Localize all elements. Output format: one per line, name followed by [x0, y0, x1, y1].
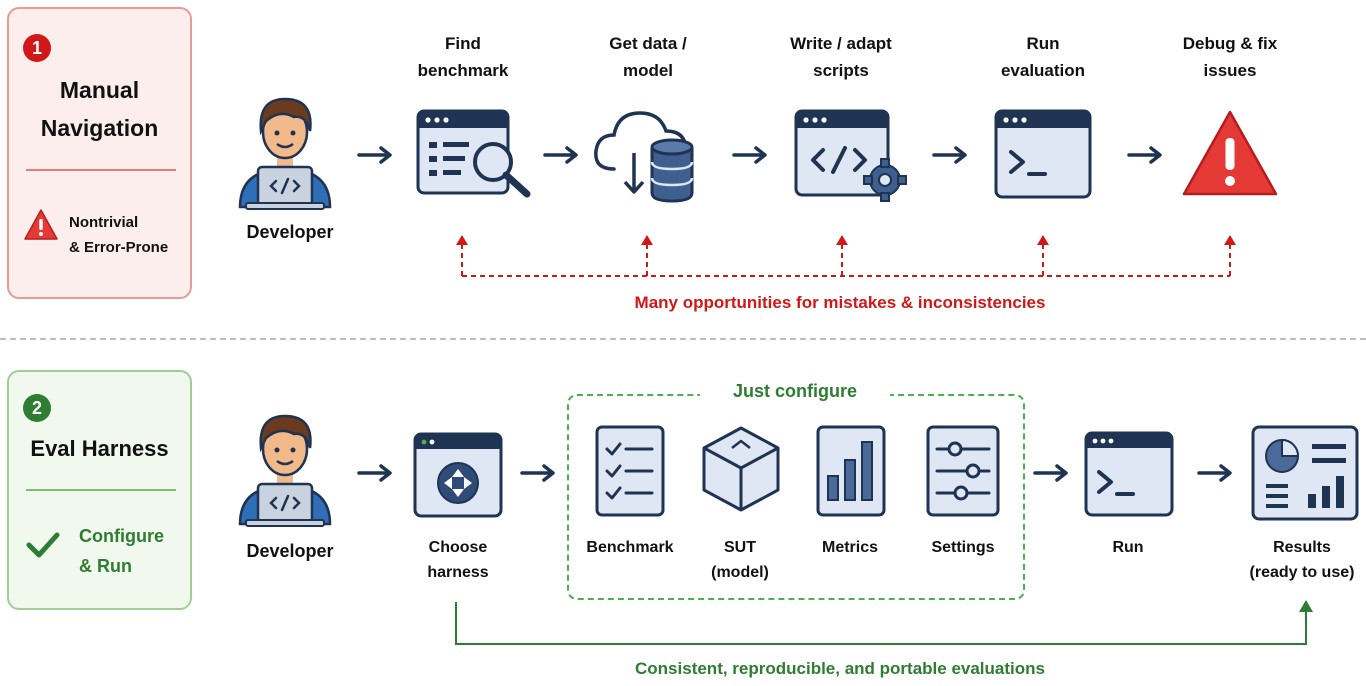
check-text-line1: Configure: [79, 526, 164, 546]
arrow-right-icon: [357, 146, 392, 164]
warning-text-line2: & Error-Prone: [69, 239, 169, 256]
step-get-data-label: Get data /model: [609, 34, 687, 80]
step-number-badge: 1: [23, 34, 51, 62]
benchmark-label: Benchmark: [586, 539, 674, 556]
arrow-right-icon: [543, 146, 578, 164]
warning-text-line1: Nontrivial: [69, 214, 139, 231]
checklist-icon: [595, 425, 665, 517]
results-dashboard-icon: [1251, 425, 1359, 521]
configure-title: Just configure: [700, 381, 890, 402]
arrow-right-icon: [520, 464, 555, 482]
model-cube-icon: [702, 426, 780, 512]
panel-title-line1: Manual: [59, 77, 140, 103]
search-document-icon: [416, 109, 531, 198]
developer-icon: [238, 414, 332, 527]
developer-icon: [238, 97, 332, 210]
run-label: Run: [1112, 539, 1144, 556]
terminal-icon: [1084, 431, 1174, 517]
warning-icon: [24, 209, 58, 240]
developer-label: Developer: [246, 222, 334, 242]
panel-divider: [26, 489, 176, 491]
code-settings-icon: [794, 109, 907, 202]
sliders-icon: [926, 425, 1000, 517]
alert-triangle-icon: [1182, 110, 1278, 196]
consistency-note: Consistent, reproducible, and portable e…: [635, 659, 1045, 678]
metrics-label: Metrics: [821, 539, 879, 556]
bar-chart-icon: [816, 425, 886, 517]
panel-title: Eval Harness: [30, 436, 169, 461]
panel-divider: [26, 169, 176, 171]
mistakes-note: Many opportunities for mistakes & incons…: [634, 293, 1046, 312]
settings-label: Settings: [931, 539, 995, 556]
step-number-badge: 2: [23, 394, 51, 422]
arrow-right-icon: [732, 146, 767, 164]
manual-navigation-panel: 1 Manual Navigation Nontrivial & Error-P…: [7, 7, 192, 299]
arrow-right-icon: [932, 146, 967, 164]
harness-window-icon: [413, 432, 503, 518]
arrow-right-icon: [1197, 464, 1232, 482]
checkmark-icon: [26, 532, 60, 558]
panel-title-line2: Navigation: [40, 115, 159, 141]
arrow-right-icon: [1033, 464, 1068, 482]
reproducibility-connector: [455, 600, 1313, 645]
cloud-database-icon: [594, 111, 694, 203]
arrow-right-icon: [357, 464, 392, 482]
arrow-right-icon: [1127, 146, 1162, 164]
terminal-icon: [994, 109, 1092, 199]
developer-label: Developer: [246, 541, 334, 561]
check-text-line2: & Run: [79, 556, 132, 576]
section-divider: [0, 338, 1366, 340]
eval-harness-panel: 2 Eval Harness Configure & Run: [7, 370, 192, 610]
mistakes-connector: [456, 235, 1236, 277]
results-label: Results(ready to use): [1249, 539, 1355, 581]
sut-label: SUT(model): [711, 539, 769, 581]
